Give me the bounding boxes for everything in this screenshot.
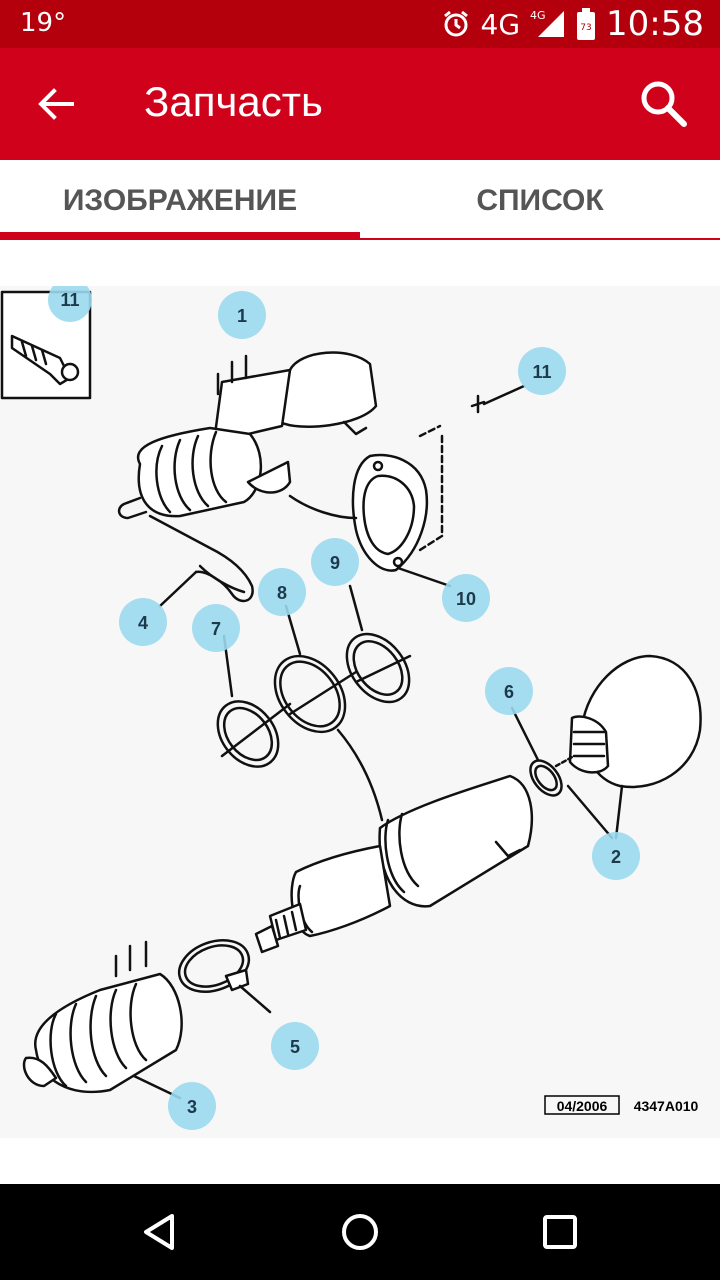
signal-icon: 4G (530, 9, 565, 37)
callout-3[interactable]: 3 (168, 1082, 216, 1130)
network-type: 4G (480, 7, 521, 41)
callout-11[interactable]: 11 (518, 347, 566, 395)
tab-list[interactable]: СПИСОК (360, 160, 720, 242)
search-icon[interactable] (636, 76, 692, 132)
svg-text:1: 1 (237, 306, 247, 326)
callout-markers: 11 1 11 10 9 8 4 7 6 2 5 3 (48, 286, 640, 1130)
svg-text:11: 11 (60, 290, 79, 310)
tab-underline (360, 238, 720, 240)
tab-image-label: ИЗОБРАЖЕНИЕ (62, 184, 298, 217)
callout-2[interactable]: 2 (592, 832, 640, 880)
callout-8[interactable]: 8 (258, 568, 306, 616)
callout-6[interactable]: 6 (485, 667, 533, 715)
callout-5[interactable]: 5 (271, 1022, 319, 1070)
callout-4[interactable]: 4 (119, 598, 167, 646)
svg-text:8: 8 (277, 583, 287, 603)
callout-1[interactable]: 1 (218, 291, 266, 339)
diagram-codes: 04/2006 4347A010 (544, 1095, 699, 1115)
alarm-icon (443, 10, 468, 37)
temperature-label: 19° (20, 8, 67, 38)
nav-recent-icon[interactable] (536, 1208, 584, 1256)
page-title: Запчасть (144, 78, 323, 125)
arrow-back-icon[interactable] (30, 78, 82, 130)
status-icons: 4G 4G 73 10:58 (441, 4, 704, 44)
svg-text:11: 11 (532, 362, 551, 382)
app-bar: Запчасть (0, 48, 720, 160)
status-bar: 19° 4G 4G 73 10:58 (0, 0, 720, 48)
callout-10[interactable]: 10 (442, 574, 490, 622)
tab-list-label: СПИСОК (476, 184, 604, 217)
parts-diagram[interactable]: 11 1 11 10 9 8 4 7 6 2 5 3 04/2006 4347A… (0, 286, 720, 1138)
date-code: 04/2006 (557, 1098, 608, 1114)
clock: 10:58 (606, 4, 704, 44)
nav-back-icon[interactable] (136, 1208, 184, 1256)
callout-9[interactable]: 9 (311, 538, 359, 586)
svg-text:2: 2 (611, 847, 621, 867)
exploded-view-drawing: 11 1 11 10 9 8 4 7 6 2 5 3 04/2006 4347A… (0, 286, 702, 1130)
callout-7[interactable]: 7 (192, 604, 240, 652)
network-small: 4G (530, 9, 546, 22)
svg-text:3: 3 (187, 1097, 197, 1117)
tab-indicator (0, 232, 360, 240)
callout-11-inset[interactable]: 11 (48, 286, 92, 322)
tab-image[interactable]: ИЗОБРАЖЕНИЕ (0, 160, 360, 242)
battery-icon: 73 (577, 8, 596, 40)
svg-text:9: 9 (330, 553, 340, 573)
nav-home-icon[interactable] (336, 1208, 384, 1256)
svg-text:7: 7 (211, 619, 221, 639)
svg-text:10: 10 (456, 589, 476, 609)
svg-text:4: 4 (138, 613, 148, 633)
tab-bar: ИЗОБРАЖЕНИЕ СПИСОК (0, 160, 720, 242)
svg-text:5: 5 (290, 1037, 300, 1057)
svg-text:6: 6 (504, 682, 514, 702)
battery-level: 73 (580, 23, 591, 33)
navigation-bar (0, 1184, 720, 1280)
reference-code: 4347A010 (634, 1098, 699, 1114)
